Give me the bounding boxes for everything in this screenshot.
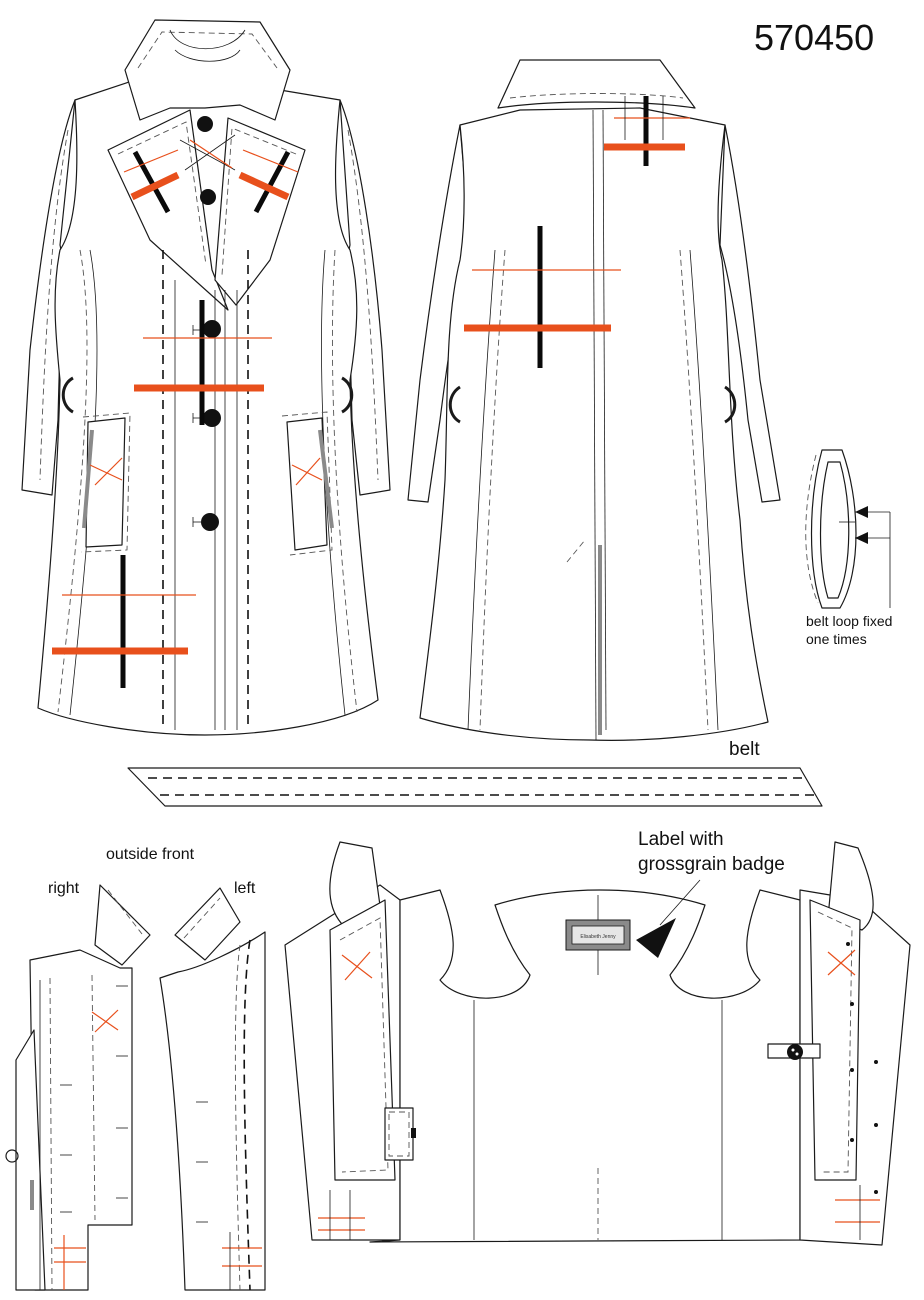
belt xyxy=(127,767,823,807)
front-pocket-right xyxy=(286,417,328,551)
label-note-line-1: Label with xyxy=(638,829,724,850)
back-grain-markers xyxy=(464,96,690,368)
front-body xyxy=(37,79,379,736)
label-note-line-2: grossgrain badge xyxy=(638,854,785,875)
back-collar xyxy=(497,59,696,109)
back-view xyxy=(407,59,781,741)
inside-view: Elisabeth Jenny xyxy=(284,841,911,1246)
label-brand-text: Elisabeth Jenny xyxy=(580,934,616,940)
back-right-sleeve xyxy=(719,124,781,503)
front-buttons xyxy=(192,116,221,531)
belt-loop-note-line-1: belt loop fixed xyxy=(806,613,893,629)
outside-front-label: outside front xyxy=(106,846,195,863)
back-body xyxy=(419,107,769,741)
front-view xyxy=(21,19,391,736)
facing-right xyxy=(29,949,133,1291)
left-facing-buttonhole-marks xyxy=(196,1101,208,1223)
belt-loop-detail xyxy=(805,449,891,609)
facing-left xyxy=(159,931,266,1291)
lining-body xyxy=(369,889,801,1243)
style-number: 570450 xyxy=(754,17,875,58)
inside-button-dots xyxy=(846,942,878,1194)
belt-label: belt xyxy=(729,739,760,760)
right-facing-buttonhole-marks xyxy=(60,985,128,1213)
left-label: left xyxy=(234,880,256,897)
front-collar xyxy=(124,19,291,121)
belt-loop-note-line-2: one times xyxy=(806,631,867,647)
front-grain-markers xyxy=(52,134,323,688)
label-arrow xyxy=(636,918,676,958)
front-facings xyxy=(5,884,266,1291)
right-label: right xyxy=(48,880,80,897)
